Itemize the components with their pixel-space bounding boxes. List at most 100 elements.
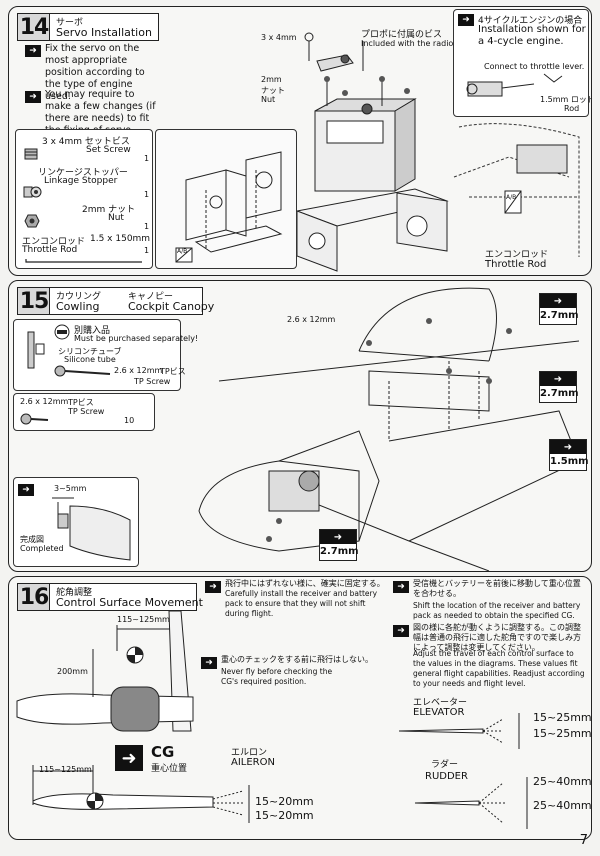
note-adjust-jp: 図の様に各舵が動くように調整する。この調整幅は普通の飛行に適した舵角ですので楽し… bbox=[413, 623, 581, 652]
elevator-en: ELEVATOR bbox=[413, 707, 465, 718]
nut-2mm-label: 2mm bbox=[261, 75, 282, 84]
tp-screw-icon bbox=[20, 413, 49, 425]
radio-screw-jp: プロポに付属のビス bbox=[361, 30, 443, 40]
tp-screw-icon bbox=[54, 365, 111, 377]
arrow-icon: ➜ bbox=[18, 484, 34, 496]
rod-label-en: Throttle Rod bbox=[485, 259, 547, 270]
fuel-tank-nipple-drawing bbox=[27, 331, 45, 369]
note-install-en: Carefully install the receiver and batte… bbox=[225, 589, 378, 618]
arrow-icon: ➜ bbox=[205, 581, 221, 593]
screw-hole-badge-15: ➜1.5mm bbox=[549, 439, 589, 471]
tp-screw-parts: 2.6 x 12mm TPビス TP Screw 10 bbox=[13, 393, 155, 431]
rod-en-label: Rod bbox=[564, 104, 580, 113]
separate-en: Must be purchased separately! bbox=[74, 334, 199, 343]
rod-qty: 1 bbox=[144, 246, 150, 255]
canopy-screw-label: 2.6 x 12mm bbox=[287, 315, 336, 324]
linkage-jp: リンケージストッパー bbox=[38, 168, 128, 178]
connect-label: Connect to throttle lever. bbox=[484, 62, 585, 71]
completed-cowling-drawing bbox=[52, 497, 131, 561]
arrow-icon: ➜ bbox=[393, 581, 409, 593]
cg-arrow-icon: ➜ bbox=[115, 745, 143, 771]
cg-en: CG bbox=[151, 743, 175, 761]
radio-screw-en: Included with the radio set bbox=[361, 39, 469, 48]
four-cycle-jp: 4サイクルエンジンの場合 bbox=[478, 16, 583, 26]
note-shift-jp: 受信機とバッテリーを前後に移動して重心位置を合わせる。 bbox=[413, 579, 581, 598]
step-number: 15 bbox=[17, 287, 51, 315]
parts-list: 3 x 4mm セットビス Set Screw 1 リンケージストッパー Lin… bbox=[15, 129, 153, 269]
rod-size-label: 1.5mm ロッド bbox=[540, 95, 592, 104]
elevator-drawing bbox=[398, 713, 520, 749]
arrow-icon: ➜ bbox=[25, 45, 41, 57]
elevator-jp: エレベーター bbox=[413, 698, 468, 708]
badge-15-label: 1.5mm bbox=[550, 456, 589, 467]
linkage-stopper-icon bbox=[23, 186, 42, 198]
throttle-rod-icon bbox=[25, 259, 142, 263]
gap-label: 3~5mm bbox=[54, 484, 87, 493]
servo-tray-illustration: A/B bbox=[155, 129, 297, 269]
aileron-en: AILERON bbox=[231, 757, 275, 768]
cg-jp: 重心位置 bbox=[151, 764, 188, 774]
ab-mark-2: A/B bbox=[506, 194, 517, 201]
badge-27-bottom-label: 2.7mm bbox=[320, 546, 359, 557]
completed-en: Completed bbox=[20, 544, 64, 553]
cg-check-jp: 重心のチェックをする前に飛行はしない。 bbox=[221, 655, 373, 664]
step-number: 14 bbox=[17, 13, 51, 41]
rudder-jp: ラダー bbox=[431, 760, 459, 770]
rod-label-jp: エンコンロッド bbox=[485, 250, 549, 260]
airfoil-cg-drawing bbox=[32, 765, 250, 823]
section-14-servo-installation: 14 サーボ Servo Installation ➜ Fix the serv… bbox=[8, 6, 592, 276]
ab-mark: A/B bbox=[177, 248, 188, 255]
step-title-box: カウリング キャノピー Cowling Cockpit Canopy bbox=[49, 287, 214, 315]
step-title-box: 舵角調整 Control Surface Movement bbox=[49, 583, 203, 611]
title-en: Control Surface Movement bbox=[56, 596, 203, 609]
purchase-icon bbox=[54, 324, 70, 340]
completed-cowling-view: ➜ 3~5mm 完成図 Completed bbox=[13, 477, 139, 567]
note-install-jp: 飛行中にはずれない様に、確実に固定する。 bbox=[225, 579, 385, 588]
nut-jp: 2mm ナット bbox=[82, 205, 136, 215]
section-15-cowling-canopy: 15 カウリング キャノピー Cowling Cockpit Canopy 別購… bbox=[8, 280, 592, 572]
rod-size: 1.5 x 150mm bbox=[90, 234, 151, 244]
title-en: Servo Installation bbox=[56, 26, 152, 39]
wing-cg-drawing bbox=[16, 611, 194, 732]
aileron-down: 15~20mm bbox=[255, 809, 314, 822]
section-16-control-surface: 16 舵角調整 Control Surface Movement ➜ 飛行中には… bbox=[8, 576, 592, 840]
rudder-down: 25~40mm bbox=[533, 799, 592, 812]
throttle-lever-drawing bbox=[466, 73, 563, 97]
title-en1: Cowling bbox=[56, 300, 100, 313]
silicone-en: Silicone tube bbox=[64, 355, 116, 364]
rod-en: Throttle Rod bbox=[22, 245, 78, 255]
nut-qty: 1 bbox=[144, 222, 150, 231]
screw-hole-badge-27-bottom: ➜2.7mm bbox=[319, 529, 359, 561]
set-screw-en: Set Screw bbox=[86, 145, 131, 155]
set-screw-qty: 1 bbox=[144, 154, 150, 163]
linkage-qty: 1 bbox=[144, 190, 150, 199]
four-cycle-en2: a 4-cycle engine. bbox=[478, 36, 564, 47]
title-en2: Cockpit Canopy bbox=[128, 300, 215, 313]
elevator-down: 15~25mm bbox=[533, 727, 592, 740]
arrow-icon: ➜ bbox=[201, 657, 217, 669]
servo-assembly-drawing bbox=[297, 32, 449, 272]
title-jp: 舵角調整 bbox=[56, 588, 93, 598]
tp-jp: TPビス bbox=[160, 367, 186, 376]
arrow-icon: ➜ bbox=[25, 91, 41, 103]
silicone-jp: シリコンチューブ bbox=[58, 347, 122, 356]
tp2-en: TP Screw bbox=[68, 407, 105, 416]
rod-jp: エンコンロッド bbox=[22, 237, 86, 247]
silicone-tube-parts: 別購入品 Must be purchased separately! シリコンチ… bbox=[13, 319, 198, 391]
aileron-up: 15~20mm bbox=[255, 795, 314, 808]
nut-en-label: Nut bbox=[261, 95, 276, 104]
four-cycle-note: ➜ 4サイクルエンジンの場合 Installation shown for a … bbox=[453, 9, 592, 117]
dist-200: 200mm bbox=[57, 667, 88, 676]
tp2-size: 2.6 x 12mm bbox=[20, 397, 69, 406]
note-shift-en: Shift the location of the receiver and b… bbox=[413, 601, 581, 620]
cg-range-bottom: 115~125mm bbox=[39, 765, 92, 774]
arrow-icon: ➜ bbox=[458, 14, 474, 26]
arrow-icon: ➜ bbox=[393, 625, 409, 637]
rudder-up: 25~40mm bbox=[533, 775, 592, 788]
tp2-qty: 10 bbox=[124, 416, 135, 425]
four-cycle-en1: Installation shown for bbox=[478, 24, 586, 35]
tp2-jp: TPビス bbox=[68, 398, 94, 407]
nut-en: Nut bbox=[108, 213, 124, 223]
set-screw-icon bbox=[24, 148, 38, 160]
note-adjust-en: Adjust the travel of each control surfac… bbox=[413, 649, 585, 688]
